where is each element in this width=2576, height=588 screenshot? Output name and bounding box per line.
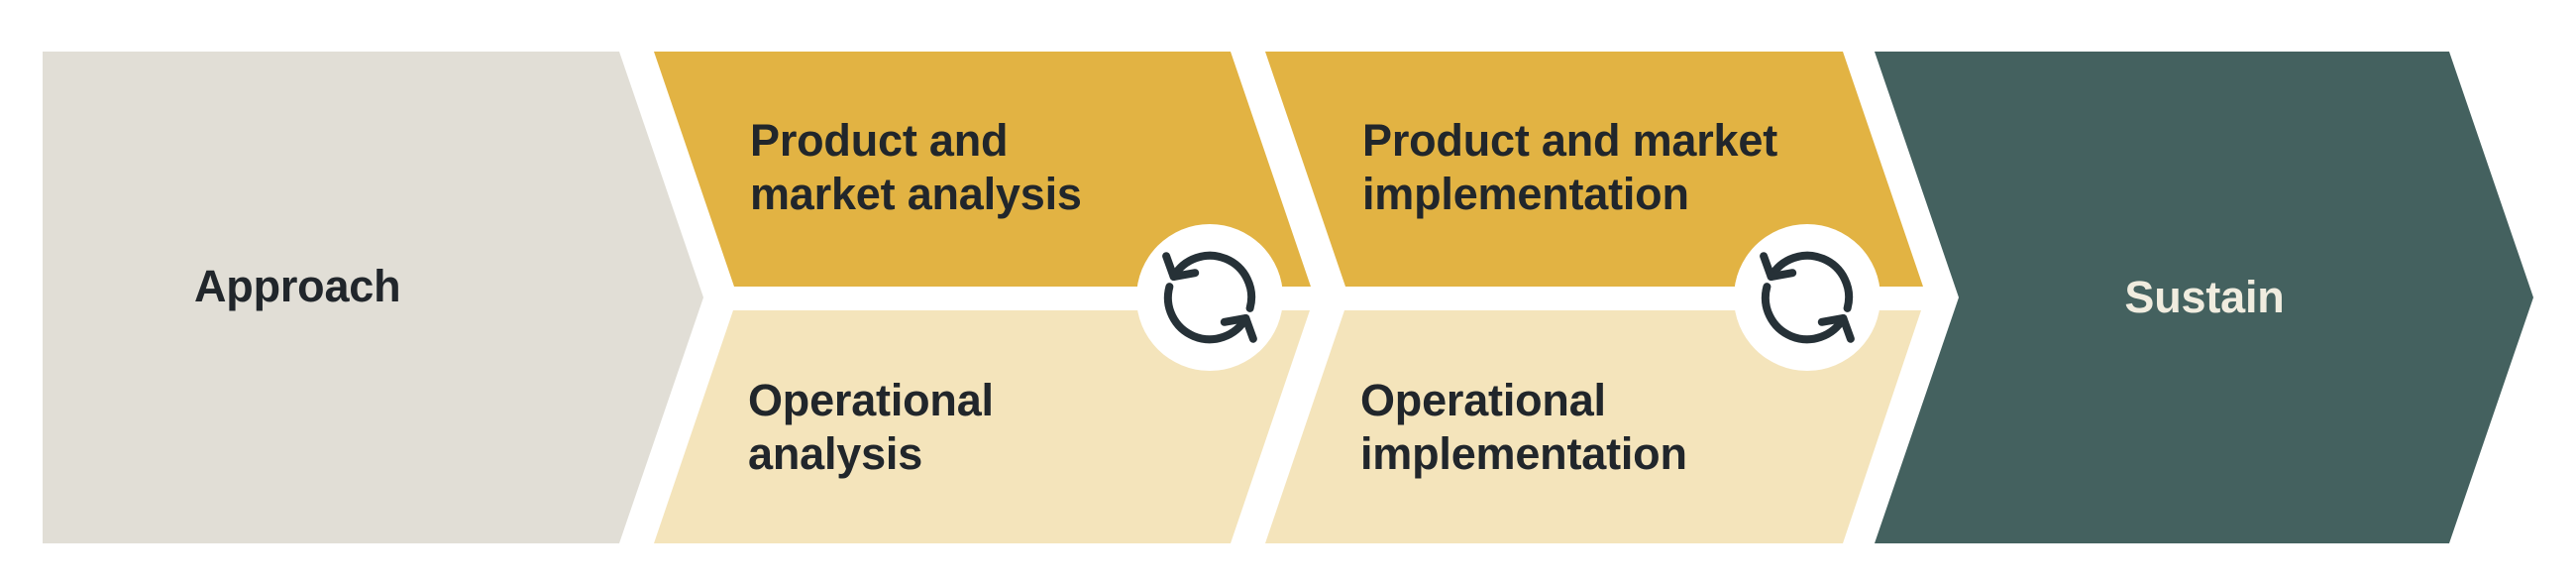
stage-analysis-top-label-line1: Product and [750, 115, 1009, 166]
stage-implementation-top-label-line2: implementation [1362, 169, 1689, 219]
stage-sustain-label: Sustain [2124, 272, 2285, 322]
sync-icon-circle [1136, 224, 1283, 371]
sync-icon [1136, 224, 1283, 371]
stage-implementation-bottom-label: Operational implementation [1360, 374, 1687, 481]
sync-icon-circle [1734, 224, 1880, 371]
stage-implementation-top-label-line1: Product and market [1362, 115, 1778, 166]
sync-icon-top-arrowhead [1162, 252, 1200, 281]
stage-analysis-bottom-label-line1: Operational [748, 375, 994, 425]
stage-implementation-top-label: Product and market implementation [1362, 114, 1777, 221]
sync-icon-bottom-arrowhead [1220, 314, 1257, 343]
sync-icon-top-arrowhead [1760, 252, 1797, 281]
sync-icon-bottom-arc [1761, 283, 1848, 344]
stage-analysis-bottom-label-line2: analysis [748, 428, 923, 479]
sync-icon-top-arc [1169, 251, 1256, 312]
stage-analysis-top-label-line2: market analysis [750, 169, 1082, 219]
stage-implementation-bottom-label-line2: implementation [1360, 428, 1687, 479]
stage-approach-label: Approach [194, 261, 401, 311]
sync-icon-bottom-arc [1163, 283, 1250, 344]
sync-icon-top-arc [1767, 251, 1854, 312]
stage-analysis-bottom-label: Operational analysis [748, 374, 994, 481]
sync-icon [1734, 224, 1880, 371]
stage-analysis-top-label: Product and market analysis [750, 114, 1082, 221]
stage-implementation-bottom-label-line1: Operational [1360, 375, 1606, 425]
sync-icon-bottom-arrowhead [1817, 314, 1855, 343]
